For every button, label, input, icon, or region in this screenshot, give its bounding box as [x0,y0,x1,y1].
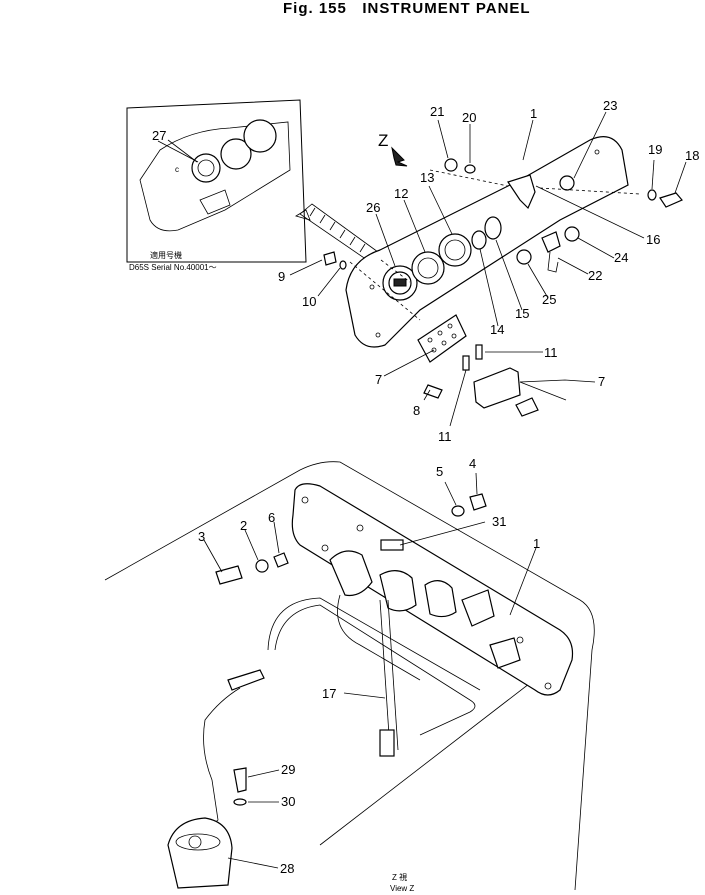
inset-gauge-blank-2 [243,119,277,153]
z-marker: Z [378,131,388,150]
wire-harness-17-end [379,729,395,757]
inset-detail: c 適用号機 D65S Serial No.40001～ [126,99,379,272]
nut-4 [469,493,487,511]
switch-16 [507,174,536,210]
switch-back [461,589,495,627]
upper-panel-assembly [323,136,683,417]
callout-15: 15 [515,306,529,321]
inset-gauge-27 [191,153,221,183]
callout-20: 20 [462,110,476,125]
callout-22: 22 [588,268,602,283]
bolt-3 [215,565,243,585]
callout-5: 5 [436,464,443,479]
callout-4: 4 [469,456,476,471]
callout-16: 16 [646,232,660,247]
svg-text:c: c [175,165,179,174]
key-switch-22 [541,231,561,253]
callout-29: 29 [281,762,295,777]
gauge-back-1 [329,550,373,597]
callout-19: 19 [648,142,662,157]
spacer-2 [255,559,269,573]
callout-9: 9 [278,269,285,284]
washer-19 [647,189,657,201]
callout-23: 23 [603,98,617,113]
callout-18: 18 [685,148,699,163]
nut-9 [323,251,337,266]
callout-28: 28 [280,861,294,876]
stud-11a [475,344,483,360]
lower-view-z [104,461,595,891]
bolt-29 [233,767,247,793]
callout-14: 14 [490,322,504,337]
callout-1-upper: 1 [530,106,537,121]
callout-11-upper: 11 [544,345,558,360]
washer-20 [464,164,476,174]
callout-27: 27 [152,128,166,143]
gauge-back-3 [424,580,457,618]
plug-23 [559,175,575,191]
connector-31 [380,539,404,551]
callout-12: 12 [394,186,408,201]
knob-24 [564,226,580,242]
callout-1-lower: 1 [533,536,540,551]
button-25 [516,249,532,265]
terminal-back [489,637,521,669]
inset-note-jp: 適用号機 [150,250,182,260]
view-label-en: View Z [390,884,414,893]
inset-note-serial: D65S Serial No.40001～ [129,263,217,272]
callout-7-upper: 7 [375,372,382,387]
leader-lines [157,111,687,869]
callout-10: 10 [302,294,316,309]
screw-8 [423,384,443,399]
washer-5 [451,505,465,517]
callout-7-cover: 7 [598,374,605,389]
gauge-back-2 [379,570,417,612]
callout-8: 8 [413,403,420,418]
z-view-arrow-icon [391,146,408,167]
panel-1-upper [345,136,629,348]
gauge-12 [411,251,445,285]
callout-26: 26 [366,200,380,215]
button-15 [484,216,502,240]
washer-10 [339,260,347,270]
inset-gauge-blank [220,138,252,170]
callout-13: 13 [420,170,434,185]
callout-17: 17 [322,686,336,701]
horn-28 [167,817,233,889]
callout-25: 25 [542,292,556,307]
bolt-18 [659,192,683,208]
cover-7 [473,367,521,409]
stud-11b [462,355,470,371]
callout-24: 24 [614,250,628,265]
washer-30 [233,798,247,806]
nut-21 [444,158,458,172]
gauge-13 [438,233,472,267]
nut-6 [273,552,289,568]
callout-30: 30 [281,794,295,809]
callout-31: 31 [492,514,506,529]
callout-21: 21 [430,104,444,119]
callout-numbers: 1 23 19 18 21 20 16 24 22 25 15 14 26 12… [152,98,699,876]
figure-caption: INSTRUMENT PANEL [362,0,531,17]
callout-2: 2 [240,518,247,533]
view-label-jp: Z 視 [392,873,407,882]
figure-title: Fig. 155 INSTRUMENT PANEL [283,0,531,17]
callout-3: 3 [198,529,205,544]
button-14 [471,230,487,250]
callout-6: 6 [268,510,275,525]
callout-11-lower: 11 [438,429,452,444]
terminal-block-7 [417,314,467,363]
figure-number: Fig. 155 [283,0,347,17]
screw-7 [515,397,539,417]
